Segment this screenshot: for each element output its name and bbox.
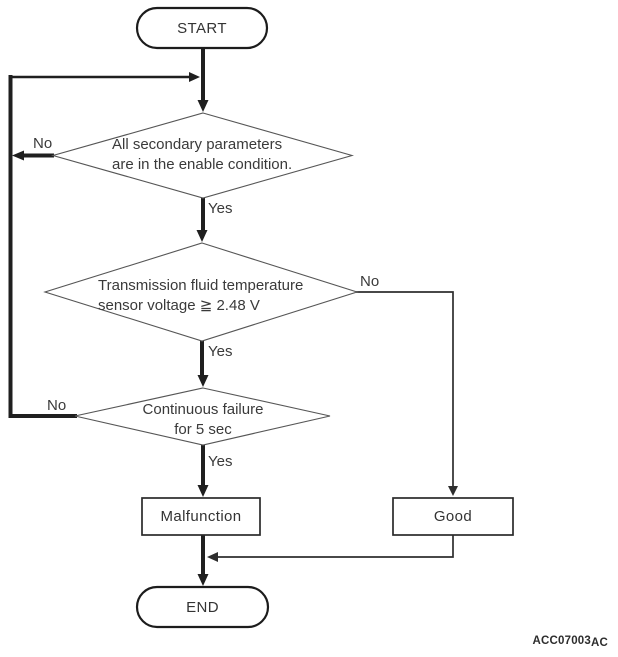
arrowhead-into-d2: [196, 230, 208, 242]
connector-d2-no: [356, 291, 454, 489]
decision-2-line2: sensor voltage ≧ 2.48 V: [98, 297, 260, 314]
connector-good-to-merge: [217, 535, 454, 558]
start-node-shape: [135, 6, 269, 50]
decision-3-yes-label: Yes: [208, 453, 233, 470]
decision-1-no-label: No: [33, 135, 53, 152]
malfunction-node-label: Malfunction: [160, 508, 242, 525]
arrowhead-d1-no: [12, 150, 24, 161]
end-node-shape: [135, 585, 270, 629]
decision-3-line1: Continuous failure: [142, 401, 264, 418]
decision-3-line2: for 5 sec: [174, 421, 232, 438]
start-node-label: START: [177, 19, 227, 37]
figure-code-main: ACC07003: [532, 635, 591, 647]
decision-1-line2: are in the enable condition.: [112, 156, 293, 173]
arrowhead-into-good: [448, 486, 458, 496]
decision-2-no-label: No: [360, 273, 380, 290]
decision-2-text: Transmission fluid temperature sensor vo…: [98, 276, 303, 316]
decision-3-shape: [74, 387, 331, 446]
end-node-label: END: [186, 598, 219, 616]
decision-3-text: Continuous failure for 5 sec: [120, 400, 286, 440]
good-node-shape: [392, 497, 514, 536]
decision-3-no-label: No: [47, 397, 67, 414]
good-node-label: Good: [433, 508, 473, 525]
arrowhead-into-end: [197, 574, 209, 586]
arrowhead-into-malfunction: [197, 485, 209, 497]
figure-code: ACC07003AC: [532, 635, 608, 649]
arrowhead-loop-into-main: [189, 72, 200, 82]
decision-1-yes-label: Yes: [208, 200, 233, 217]
decision-2-shape: [43, 242, 359, 342]
decision-1-shape: [50, 112, 355, 199]
decision-1-line1: All secondary parameters: [112, 136, 283, 153]
malfunction-node-shape: [141, 497, 261, 536]
arrowhead-merge-left: [207, 552, 218, 562]
arrowhead-into-d3: [197, 375, 209, 387]
decision-2-line1: Transmission fluid temperature: [98, 277, 304, 294]
arrowhead-into-d1: [197, 100, 209, 112]
decision-1-text: All secondary parameters are in the enab…: [112, 135, 292, 175]
decision-2-yes-label: Yes: [208, 343, 233, 360]
figure-code-suffix: AC: [590, 637, 608, 649]
